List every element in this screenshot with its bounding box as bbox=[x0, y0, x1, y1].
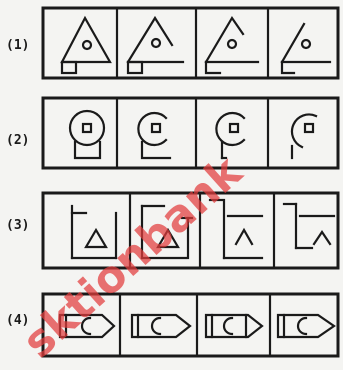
row-1-figure-3 bbox=[206, 18, 258, 73]
row-1-figure-2 bbox=[128, 18, 183, 73]
row-1-figure-4 bbox=[282, 24, 330, 73]
row-3-figure-1 bbox=[72, 206, 116, 258]
row-2-figure-1 bbox=[70, 111, 104, 158]
row-1-figure-1 bbox=[62, 18, 110, 73]
row-3-figure-2 bbox=[142, 206, 192, 258]
row-4-figure-1 bbox=[60, 315, 114, 337]
row-4-figure-3 bbox=[206, 315, 262, 337]
row-4-figure-4 bbox=[278, 315, 334, 337]
row-2-figure-2 bbox=[138, 113, 170, 158]
row-3-figure-3 bbox=[210, 200, 262, 258]
row-4-figure-2 bbox=[132, 315, 190, 337]
row-2-figure-3 bbox=[216, 113, 244, 158]
row-4-strip bbox=[43, 294, 338, 356]
row-2-figure-4 bbox=[292, 114, 316, 158]
row-3-strip bbox=[43, 193, 338, 268]
row-2-strip bbox=[43, 98, 338, 168]
row-3-figure-4 bbox=[284, 204, 334, 248]
row-1-strip bbox=[43, 8, 338, 78]
